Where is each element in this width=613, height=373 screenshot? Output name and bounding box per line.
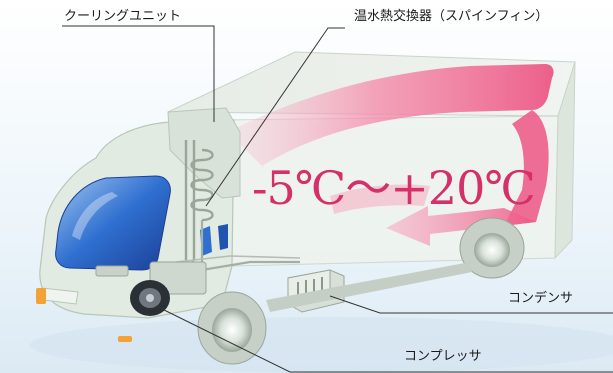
refrigerant-piping-2 <box>175 255 301 263</box>
cooling-unit-housing <box>167 107 241 199</box>
compressor-hub <box>146 294 154 302</box>
label-condenser: コンデンサ <box>508 291 574 306</box>
side-window-rear <box>218 224 228 250</box>
heat-exchanger-coil <box>184 140 214 260</box>
side-marker-icon <box>118 336 132 342</box>
airflow-return-arrow <box>386 206 536 246</box>
ground-shadow <box>30 317 613 373</box>
label-cooling-unit: クーリングユニット <box>64 9 182 24</box>
windshield <box>55 175 171 271</box>
airflow-mid <box>330 184 430 214</box>
label-compressor: コンプレッサ <box>404 349 482 364</box>
label-heat-exchanger: 温水熱交換器（スパインフィン） <box>354 9 549 24</box>
leader-line-condenser <box>329 295 613 314</box>
turn-signal-icon <box>36 288 46 304</box>
airflow-descend <box>504 110 549 226</box>
cargo-box-rear <box>554 61 576 260</box>
leader-line-heat-exchanger <box>205 27 345 207</box>
temperature-range-text: -5℃～+20℃ <box>252 161 536 215</box>
front-grille <box>95 265 129 277</box>
rear-wheel-hub <box>474 233 510 267</box>
front-wheel-hub <box>212 308 252 352</box>
windshield-reflection <box>72 192 118 240</box>
leader-line-compressor <box>155 305 613 373</box>
leader-line-cooling-unit <box>62 25 215 122</box>
condenser-fins <box>297 277 323 300</box>
airflow-upper <box>228 64 554 166</box>
chassis-rail <box>266 262 472 312</box>
